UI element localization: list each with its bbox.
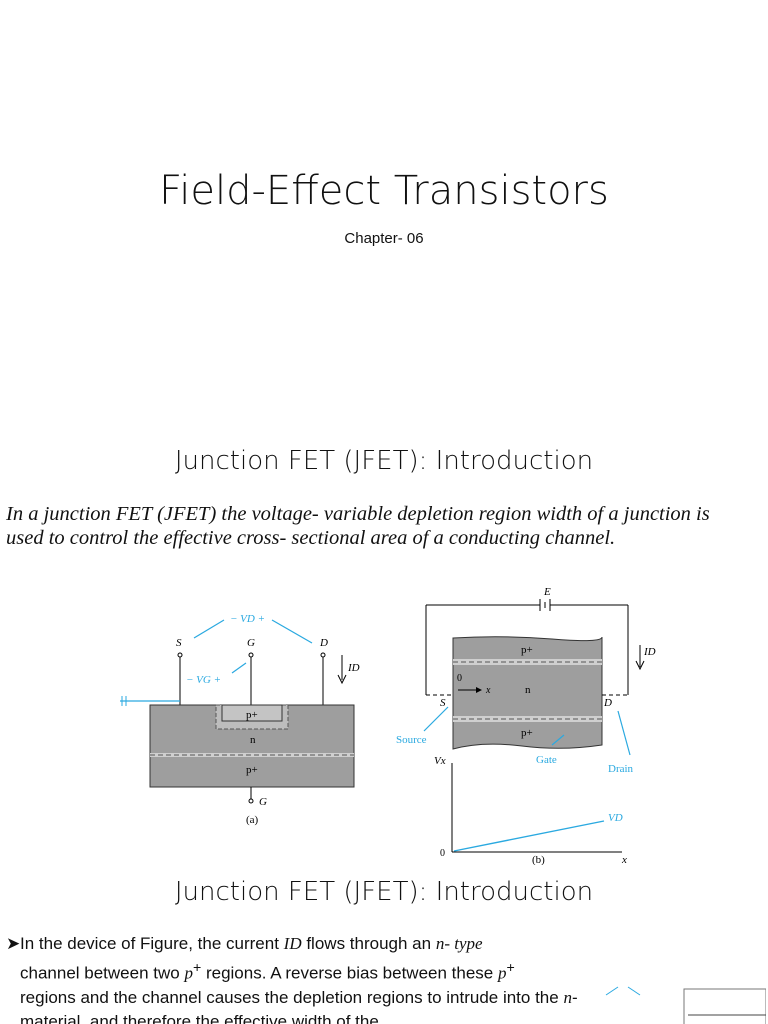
slide-jfet-intro: Junction FET (JFET): Introduction In a j…: [0, 420, 768, 865]
fig-a-p-bottom: p+: [246, 764, 258, 776]
fig-b-p-top: p+: [521, 644, 533, 656]
fig-a-p-top: p+: [246, 709, 258, 721]
fig-b-source-label: Source: [396, 734, 427, 746]
fig-b-id-label: ID: [643, 646, 656, 658]
fig-b-e-label: E: [543, 586, 551, 598]
fig-b-p-bottom: p+: [521, 727, 533, 739]
slide-jfet-intro-2: Junction FET (JFET): Introduction ➤ In t…: [0, 865, 768, 1024]
bullet-text: In the device of Figure, the current ID …: [20, 934, 578, 1024]
fig-b-n: n: [525, 684, 531, 696]
fig-b-caption: (b): [532, 854, 545, 865]
fig-b-x-top: x: [485, 685, 491, 696]
intro-paragraph: In a junction FET (JFET) the voltage- va…: [6, 503, 710, 549]
fig-b-d-label: D: [603, 697, 612, 709]
slide-title: Field-Effect Transistors Chapter- 06: [0, 0, 768, 420]
fig-b-drain-label: Drain: [608, 763, 634, 775]
fig-a-vd-label: − VD +: [230, 613, 265, 625]
fig-b-s-label: S: [440, 697, 446, 709]
slide2-heading: Junction FET (JFET): Introduction: [174, 446, 594, 476]
fig-a-id-label: ID: [347, 662, 360, 674]
fig-b-zero-label: 0: [440, 848, 445, 859]
fig-a-d-label: D: [319, 637, 328, 649]
fig-b-x-axis-label: x: [621, 854, 627, 865]
fig-b-vx-label: Vx: [434, 755, 446, 767]
fig-a-n: n: [250, 734, 256, 746]
thumbnail-figure: [605, 986, 766, 1024]
fig-a-vg-label: − VG +: [186, 674, 221, 686]
fig-b-zero-top: 0: [457, 673, 462, 684]
figure-a-jfet-cross-section: − VD + S G D − VG + ID p+ n p+ G: [120, 613, 360, 826]
slide-title-heading: Field-Effect Transistors: [159, 168, 609, 214]
bullet-paragraph: ➤ In the device of Figure, the current I…: [6, 932, 586, 1024]
fig-a-g-top-label: G: [247, 637, 255, 649]
bullet-arrow-icon: ➤: [6, 934, 21, 953]
slide3-heading: Junction FET (JFET): Introduction: [174, 877, 594, 907]
fig-a-g-bottom: G: [259, 796, 267, 808]
figure-b-channel-and-potential: E ID p+ 0 x n S D p+ Source Gate Drain: [396, 586, 656, 865]
fig-a-caption: (a): [246, 814, 259, 826]
fig-b-vd-label: VD: [608, 812, 623, 824]
fig-b-gate-label: Gate: [536, 754, 557, 766]
fig-a-s-label: S: [176, 637, 182, 649]
slide-subtitle: Chapter- 06: [344, 230, 424, 247]
